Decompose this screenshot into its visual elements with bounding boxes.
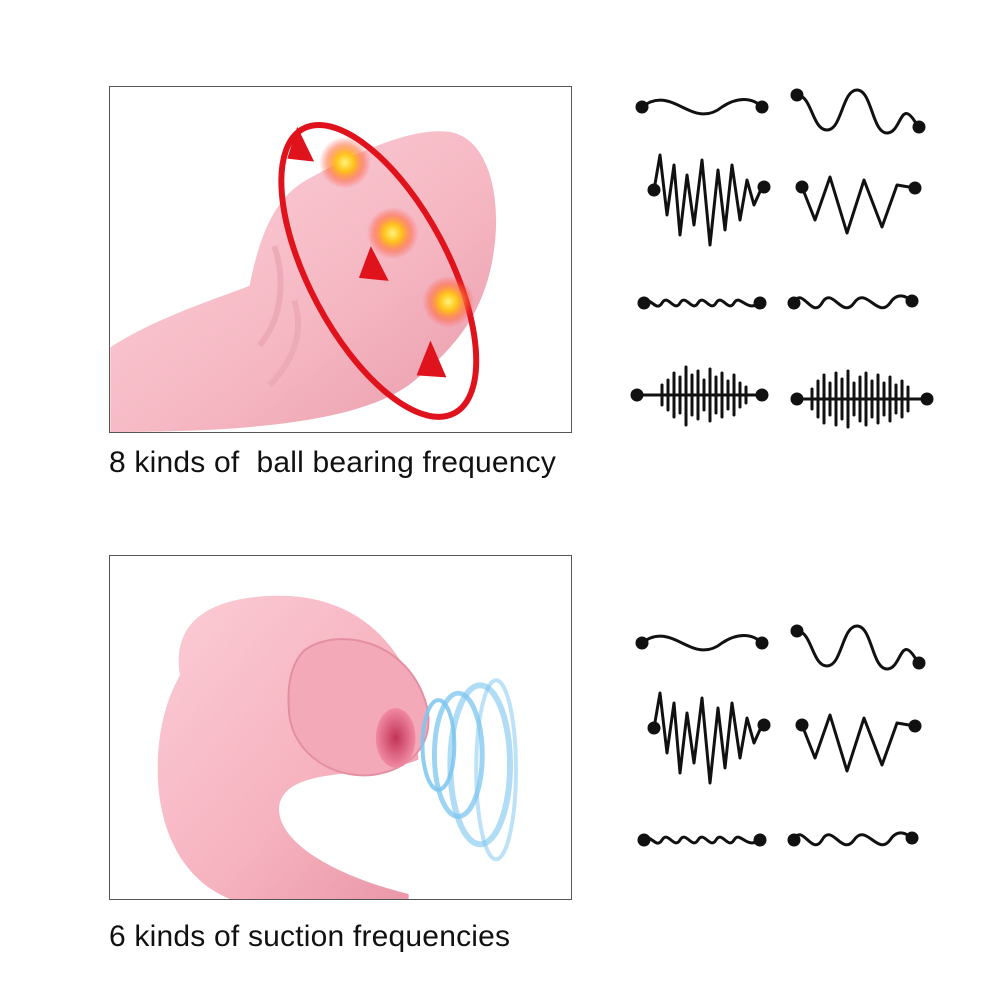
big-wave-icon: [790, 88, 926, 135]
ball-bearing-caption: 8 kinds of ball bearing frequency: [109, 446, 557, 479]
rotating-ball-bearing-illustration: [109, 86, 572, 433]
rotation-arrow-head: [287, 126, 315, 162]
suction-opening: [375, 708, 416, 768]
bearing-glow: [366, 207, 419, 260]
burst-spike-icon: [647, 691, 771, 785]
zigzag-wave-icon: [795, 713, 922, 773]
bearing-glow: [422, 275, 475, 328]
pulse-waveform-icon: [630, 365, 769, 427]
gentle-wave-icon: [635, 98, 769, 116]
small-ripple-icon: [637, 296, 767, 310]
rotation-arrow-head: [358, 246, 389, 281]
suction-caption: 6 kinds of suction frequencies: [109, 920, 511, 953]
small-wave-icon: [787, 831, 919, 847]
suction-product-image: [157, 595, 518, 899]
suction-waves: [420, 678, 518, 862]
small-ripple-icon: [637, 833, 767, 847]
zigzag-wave-icon: [795, 175, 922, 235]
burst-spike-icon: [647, 153, 771, 247]
product-tip-image: [110, 122, 497, 432]
rotation-ring: [278, 122, 480, 420]
gentle-wave-icon: [635, 634, 769, 652]
big-wave-icon: [790, 624, 926, 671]
bearing-glow: [319, 136, 371, 189]
suction-mode-grid: [632, 615, 932, 865]
rotation-arrow-head: [416, 340, 447, 378]
ball-bearing-mode-grid: [630, 85, 934, 430]
suction-head-illustration: [109, 555, 572, 900]
small-wave-icon: [787, 294, 919, 310]
dense-pulse-waveform-icon: [790, 369, 934, 429]
